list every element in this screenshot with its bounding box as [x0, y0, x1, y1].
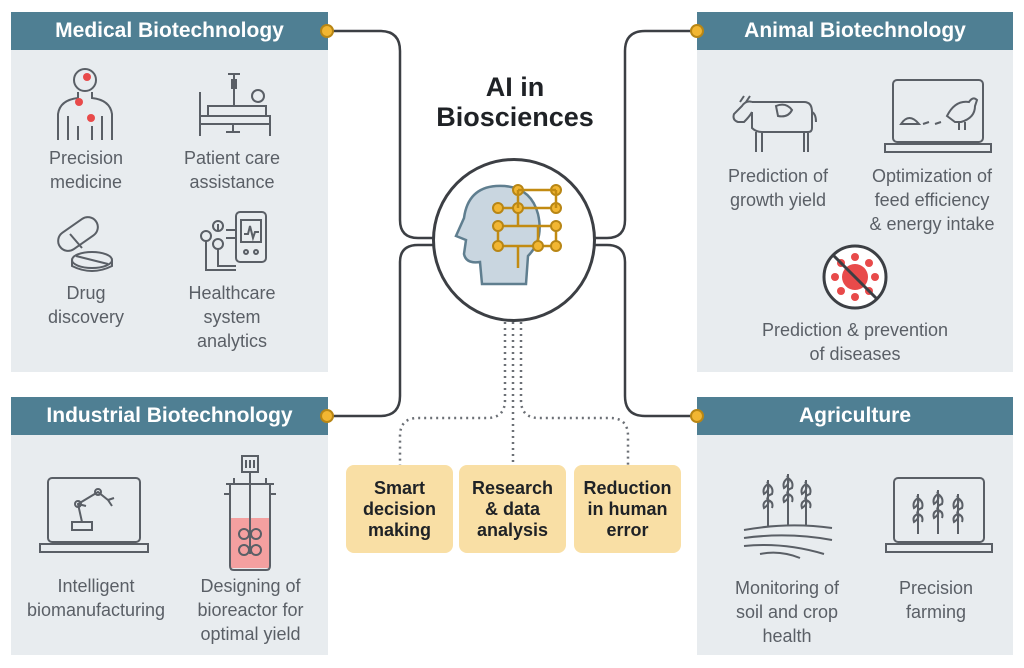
connector-dot	[690, 24, 704, 38]
biomanufacturing-label: Intelligent biomanufacturing	[26, 576, 166, 620]
animal-header: Animal Biotechnology	[697, 12, 1013, 50]
connector-dot	[320, 24, 334, 38]
benefit-reduction-error: Reduction in human error	[574, 465, 681, 553]
laptop-robot-arm-icon	[39, 477, 149, 553]
benefit-smart-decision: Smart decision making	[346, 465, 453, 553]
agriculture-header: Agriculture	[697, 397, 1013, 435]
diagram-title: AI in Biosciences	[436, 72, 594, 132]
cow-icon	[732, 95, 817, 152]
ai-head-icon	[454, 184, 562, 286]
patient-care-label: Patient care assistance	[183, 148, 281, 192]
precision-farming-label: Precision farming	[898, 578, 974, 622]
healthcare-analytics-label: Healthcare system analytics	[188, 283, 276, 351]
bioreactor-icon	[224, 455, 276, 571]
connector-dot	[320, 409, 334, 423]
bioreactor-label: Designing of bioreactor for optimal yiel…	[197, 576, 304, 644]
laptop-hen-icon	[884, 79, 992, 153]
wheat-field-icon	[743, 474, 833, 559]
no-virus-icon	[822, 244, 888, 310]
pill-icon	[57, 216, 113, 272]
drug-discovery-label: Drug discovery	[47, 283, 125, 327]
animal-panel	[697, 12, 1013, 372]
connector-dot	[690, 409, 704, 423]
precision-medicine-label: Precision medicine	[48, 148, 124, 192]
industrial-panel	[11, 397, 328, 655]
human-body-icon	[57, 68, 113, 140]
agriculture-panel	[697, 397, 1013, 655]
growth-yield-label: Prediction of growth yield	[727, 166, 829, 210]
industrial-header: Industrial Biotechnology	[11, 397, 328, 435]
benefit-research-analysis: Research & data analysis	[459, 465, 566, 553]
feed-efficiency-label: Optimization of feed efficiency & energy…	[869, 166, 995, 234]
hospital-bed-icon	[199, 73, 271, 136]
medical-panel	[11, 12, 328, 372]
disease-prevention-label: Prediction & prevention of diseases	[761, 320, 949, 364]
laptop-wheat-icon	[885, 477, 993, 553]
soil-crop-label: Monitoring of soil and crop health	[734, 578, 840, 646]
medical-header: Medical Biotechnology	[11, 12, 328, 50]
monitor-device-icon	[200, 211, 267, 271]
